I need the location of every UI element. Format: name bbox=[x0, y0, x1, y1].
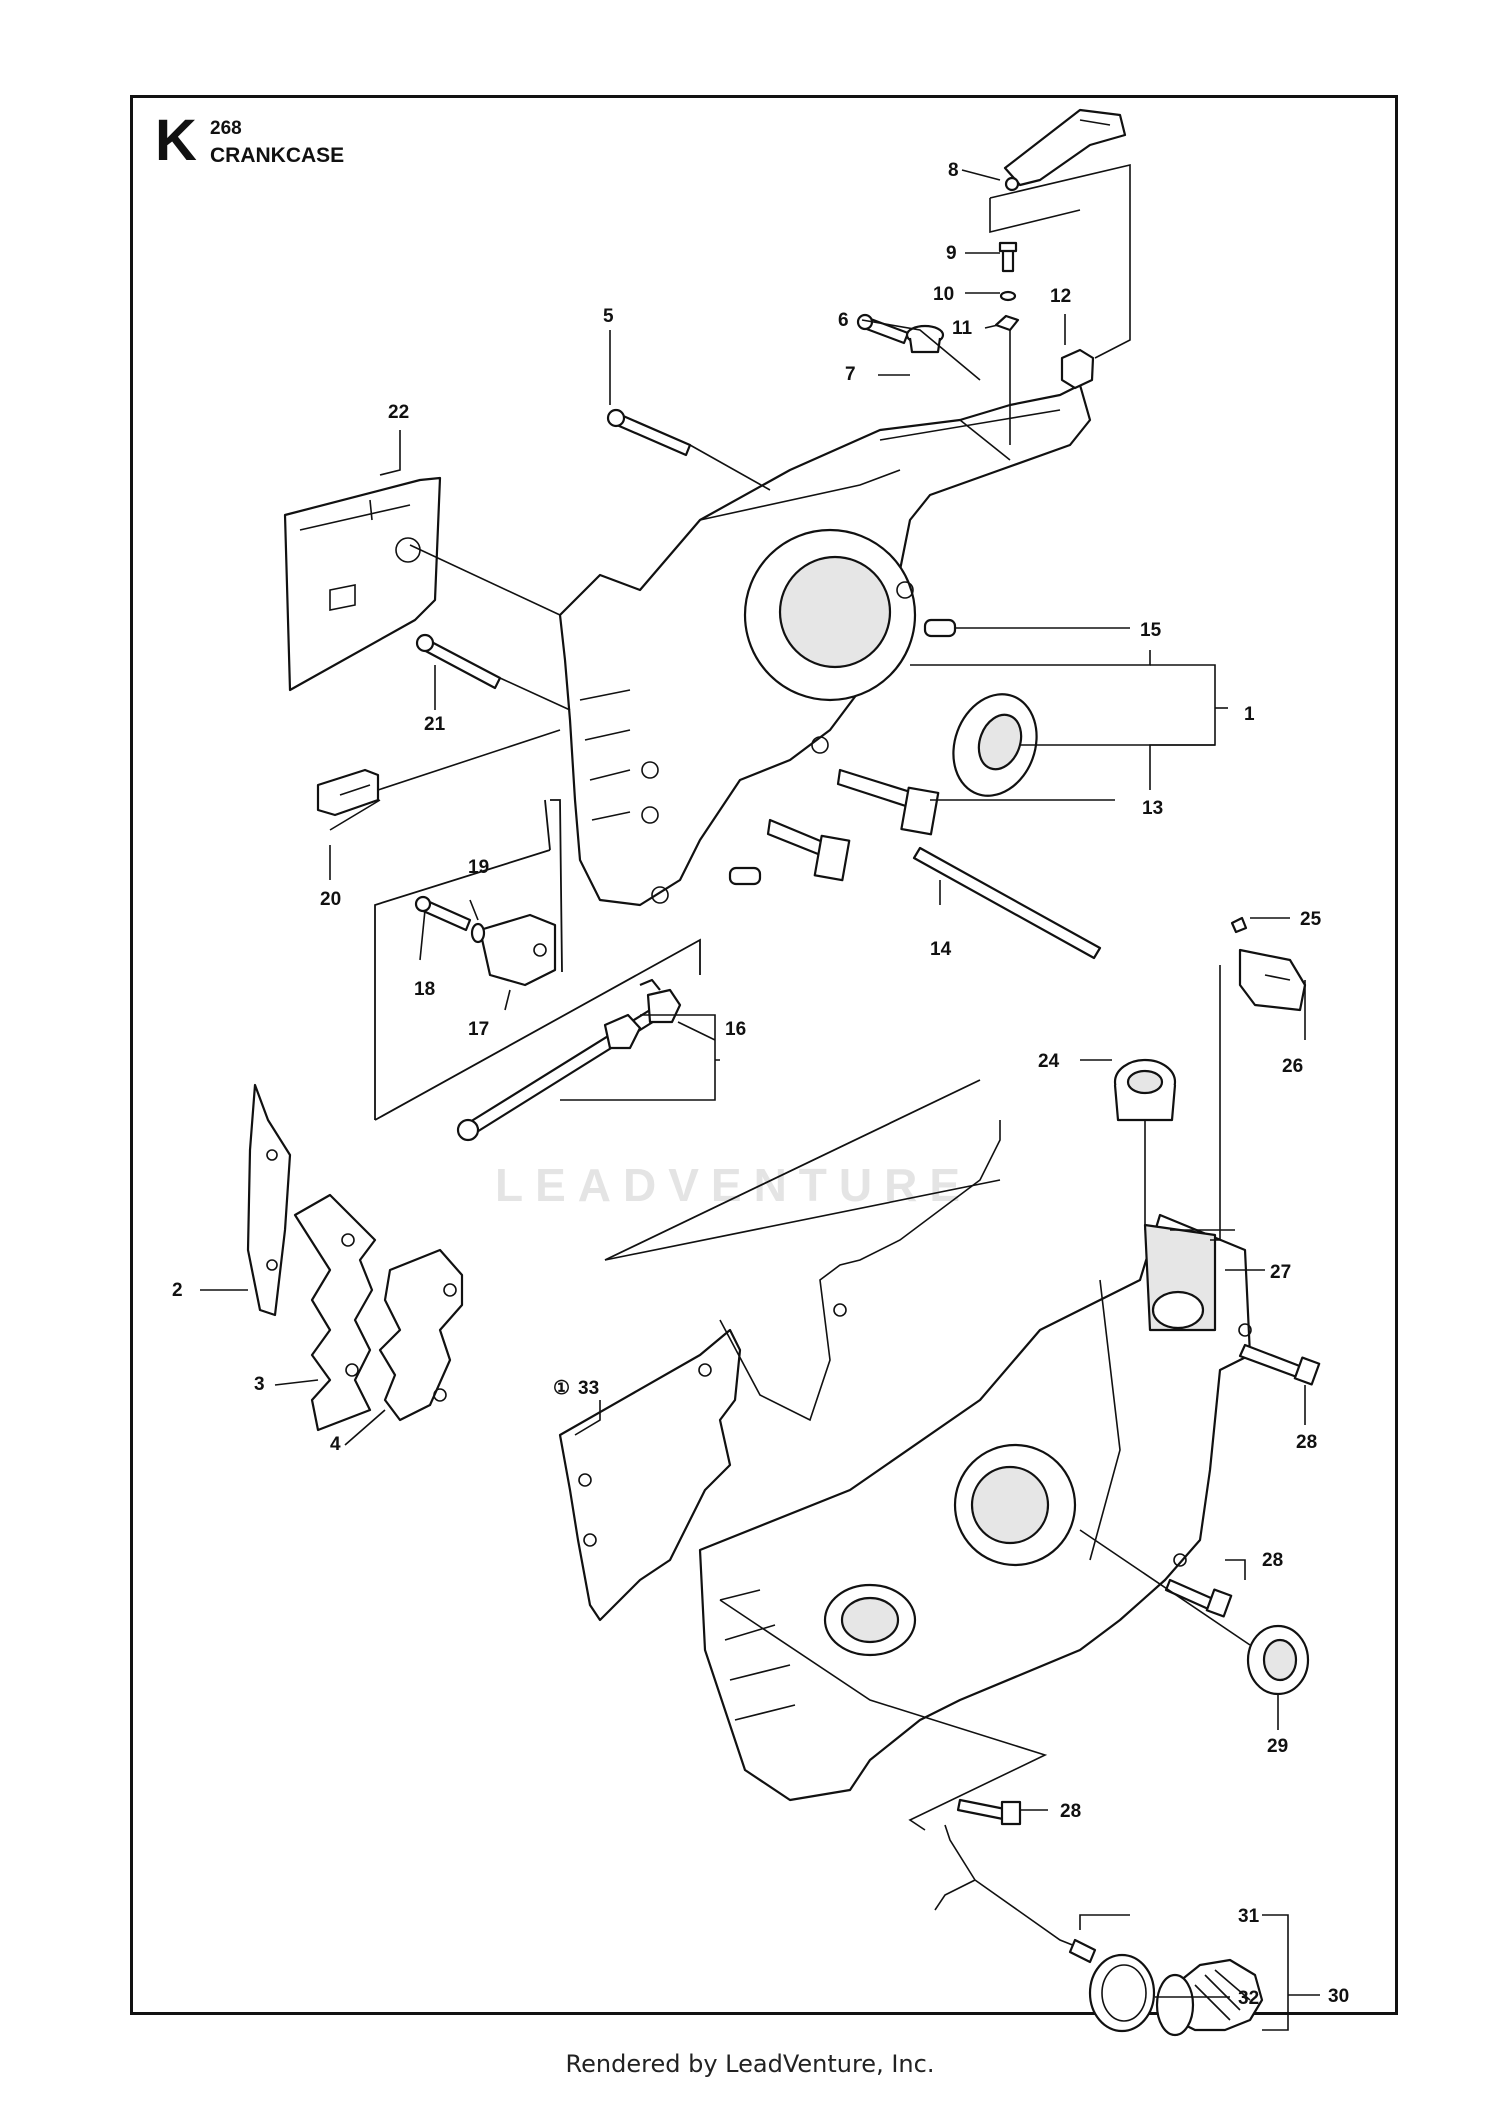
reference-line bbox=[604, 1079, 981, 1261]
watermark: LEADVENTURE bbox=[495, 1159, 973, 1211]
callout-9: 9 bbox=[946, 243, 957, 264]
callout-7: 7 bbox=[845, 364, 856, 385]
callout-16: 16 bbox=[725, 1019, 746, 1040]
callout-4: 4 bbox=[330, 1434, 341, 1455]
callout-15: 15 bbox=[1140, 620, 1162, 641]
washer-19 bbox=[470, 922, 486, 944]
assembly-box bbox=[374, 799, 701, 1121]
callout-28-middle: 28 bbox=[1262, 1550, 1283, 1571]
callout-8: 8 bbox=[948, 160, 959, 181]
bar-bolts bbox=[766, 768, 940, 882]
switch-26 bbox=[1238, 948, 1307, 1012]
hose-31 bbox=[934, 1824, 1097, 1964]
bearing bbox=[952, 693, 1038, 797]
grommet-7 bbox=[905, 324, 945, 354]
callout-19: 19 bbox=[468, 857, 489, 878]
gasket bbox=[558, 1120, 1001, 1622]
callout-12: 12 bbox=[1050, 286, 1071, 307]
callout-29: 29 bbox=[1267, 1736, 1288, 1757]
nut-11 bbox=[994, 314, 1020, 332]
screw-28-middle bbox=[1164, 1578, 1233, 1618]
model-number: 268 bbox=[210, 118, 242, 139]
plate-2 bbox=[246, 1083, 292, 1317]
callout-28-bottom: 28 bbox=[1060, 1801, 1081, 1822]
screw-25 bbox=[1230, 916, 1248, 934]
callout-14: 14 bbox=[930, 939, 952, 960]
cap-30 bbox=[1155, 1958, 1264, 2037]
plate-3 bbox=[293, 1193, 377, 1432]
section-letter: K bbox=[155, 108, 197, 173]
screw-28-right bbox=[1238, 1343, 1321, 1386]
callout-30: 30 bbox=[1328, 1986, 1349, 2007]
footer-credit: Rendered by LeadVenture, Inc. bbox=[565, 2050, 935, 2078]
callout-28-right: 28 bbox=[1296, 1432, 1317, 1453]
screw-18 bbox=[414, 895, 472, 932]
crankcase-lower-half bbox=[698, 1213, 1252, 1802]
guide-rod bbox=[912, 846, 1102, 960]
callout-3: 3 bbox=[254, 1374, 265, 1395]
callout-2: 2 bbox=[172, 1280, 183, 1301]
callout-1: 1 bbox=[1244, 704, 1255, 725]
section-title: CRANKCASE bbox=[210, 144, 345, 167]
callout-18: 18 bbox=[414, 979, 435, 1000]
callout-33: 33 bbox=[578, 1378, 599, 1399]
part-12 bbox=[1060, 348, 1095, 390]
plate-4 bbox=[378, 1248, 464, 1422]
callout-13: 13 bbox=[1142, 798, 1163, 819]
callout-20: 20 bbox=[320, 889, 341, 910]
callout-26: 26 bbox=[1282, 1056, 1303, 1077]
callout-11: 11 bbox=[952, 318, 973, 339]
bolt-21 bbox=[415, 633, 502, 690]
crankcase-upper-half bbox=[558, 383, 1092, 907]
callout-24: 24 bbox=[1038, 1051, 1060, 1072]
leader-lines bbox=[200, 163, 1320, 2031]
callout-21: 21 bbox=[424, 714, 446, 735]
callout-31: 31 bbox=[1238, 1906, 1260, 1927]
callout-32: 32 bbox=[1238, 1988, 1259, 2009]
callout-33-marker: ① bbox=[553, 1378, 570, 1399]
callout-6: 6 bbox=[838, 310, 849, 331]
handle-8 bbox=[1003, 108, 1127, 192]
callout-25: 25 bbox=[1300, 909, 1322, 930]
chain-tensioner bbox=[456, 978, 682, 1142]
callout-10: 10 bbox=[933, 284, 954, 305]
washer-10 bbox=[999, 290, 1017, 302]
screw-28-bottom bbox=[956, 1798, 1022, 1826]
part-20 bbox=[316, 768, 380, 817]
bolt-6 bbox=[856, 313, 910, 345]
pin bbox=[728, 866, 762, 886]
diagram-frame bbox=[130, 95, 1398, 2015]
screw-9 bbox=[998, 241, 1018, 273]
grommet-24 bbox=[1113, 1058, 1177, 1122]
callout-17: 17 bbox=[468, 1019, 489, 1040]
dowel-pin bbox=[923, 618, 957, 638]
washer-32 bbox=[1088, 1953, 1156, 2033]
callout-27: 27 bbox=[1270, 1262, 1291, 1283]
callout-22: 22 bbox=[388, 402, 409, 423]
bracket-17 bbox=[478, 913, 557, 987]
callout-labels: 1 2 3 4 5 6 7 8 9 10 11 12 13 14 15 16 1… bbox=[172, 160, 1349, 2009]
bolt-5 bbox=[606, 408, 692, 457]
chain-guide-plate bbox=[283, 476, 442, 692]
seal-29 bbox=[1246, 1624, 1310, 1696]
callout-5: 5 bbox=[603, 306, 614, 327]
